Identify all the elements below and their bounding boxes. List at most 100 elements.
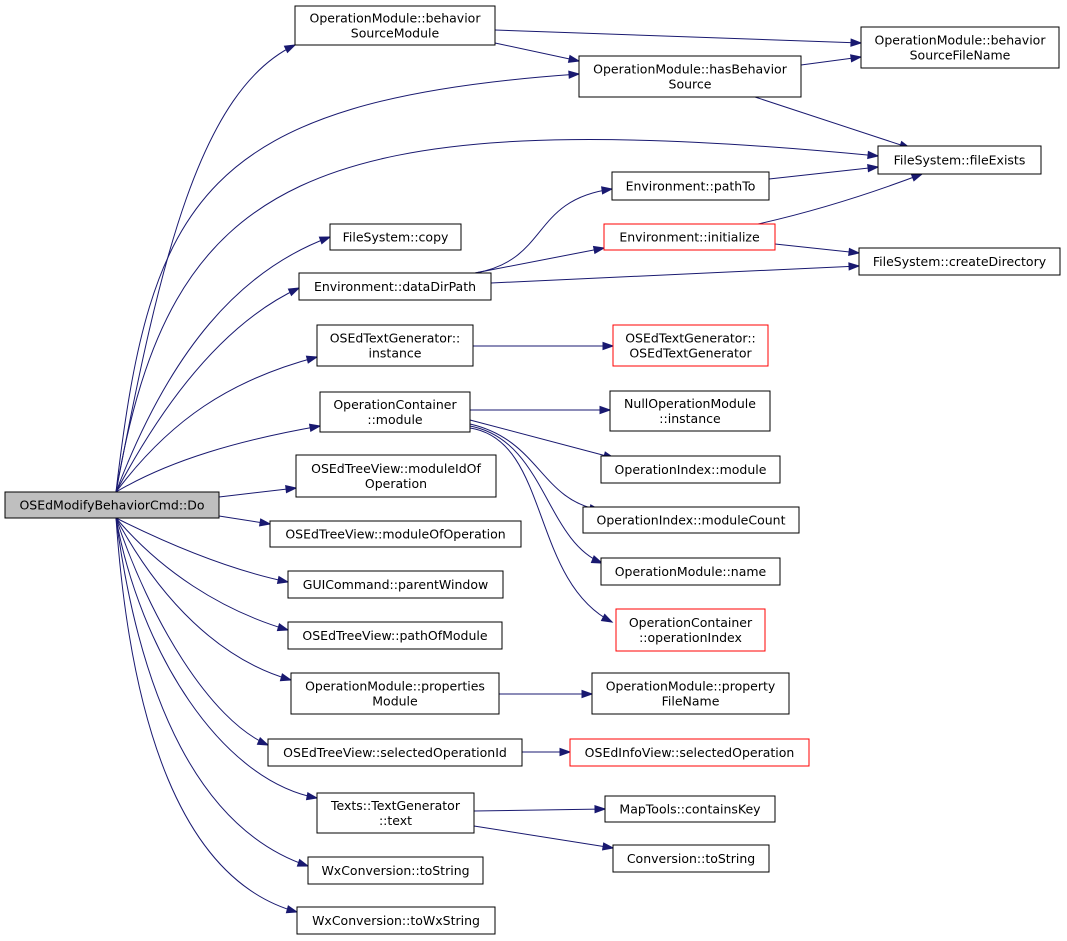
node-n14[interactable]: Texts::TextGenerator::text bbox=[316, 792, 475, 834]
edge-root-to-n8 bbox=[218, 485, 298, 498]
node-n5[interactable]: Environment::dataDirPath bbox=[298, 272, 492, 301]
edge-n14-to-n29 bbox=[473, 804, 607, 814]
node-n24[interactable]: OperationIndex::moduleCount bbox=[582, 506, 800, 534]
edge-line bbox=[115, 517, 318, 799]
edge-root-to-n3 bbox=[115, 139, 880, 493]
node-label: OSEdTreeView::moduleOfOperation bbox=[285, 527, 505, 542]
arrowhead bbox=[283, 44, 297, 54]
arrowhead bbox=[276, 575, 290, 584]
node-n19[interactable]: Environment::initialize bbox=[603, 223, 776, 251]
node-n29[interactable]: MapTools::containsKey bbox=[604, 795, 776, 823]
edge-line bbox=[115, 517, 269, 746]
arrowhead bbox=[285, 905, 299, 914]
node-label: OperationModule::properties bbox=[305, 679, 485, 694]
node-n18[interactable]: Environment::pathTo bbox=[611, 171, 770, 201]
node-n21[interactable]: OSEdTextGenerator::OSEdTextGenerator bbox=[612, 324, 769, 367]
arrowhead bbox=[308, 423, 322, 432]
node-n22[interactable]: NullOperationModule::instance bbox=[609, 390, 771, 432]
arrowhead bbox=[910, 173, 924, 182]
edge-n5-to-n19 bbox=[474, 245, 606, 274]
arrowhead bbox=[848, 247, 861, 257]
node-box bbox=[858, 247, 1061, 276]
node-label: GUICommand::parentWindow bbox=[303, 577, 488, 592]
edge-line bbox=[115, 517, 292, 681]
edge-root-to-n7 bbox=[115, 423, 322, 493]
edge-line bbox=[473, 825, 614, 849]
node-label: OperationIndex::module bbox=[615, 462, 767, 477]
node-n30[interactable]: Conversion::toString bbox=[612, 844, 770, 873]
node-label: Operation bbox=[365, 476, 427, 491]
node-label: ::instance bbox=[659, 411, 721, 426]
node-n4[interactable]: FileSystem::copy bbox=[329, 223, 462, 251]
edge-line bbox=[494, 29, 862, 44]
edge-n7-to-n23 bbox=[469, 419, 616, 460]
node-n28[interactable]: OSEdInfoView::selectedOperation bbox=[569, 738, 810, 767]
node-n11[interactable]: OSEdTreeView::pathOfModule bbox=[287, 621, 503, 650]
node-label: OperationModule::property bbox=[606, 679, 776, 694]
node-label: OperationContainer bbox=[629, 615, 753, 630]
node-n23[interactable]: OperationIndex::module bbox=[600, 455, 781, 484]
node-n9[interactable]: OSEdTreeView::moduleOfOperation bbox=[269, 520, 522, 548]
node-box bbox=[600, 557, 781, 586]
arrowhead bbox=[600, 613, 614, 623]
node-label: SourceFileName bbox=[910, 48, 1011, 63]
node-label: Source bbox=[669, 77, 712, 92]
edge-root-to-n5 bbox=[115, 287, 301, 493]
edge-line bbox=[469, 419, 615, 459]
node-n3[interactable]: FileSystem::fileExists bbox=[877, 145, 1042, 175]
node-n6[interactable]: OSEdTextGenerator::instance bbox=[316, 324, 474, 367]
arrowhead bbox=[305, 791, 319, 801]
node-n20[interactable]: FileSystem::createDirectory bbox=[858, 247, 1061, 276]
edge-line bbox=[115, 44, 296, 493]
node-box bbox=[582, 506, 800, 534]
edge-line bbox=[115, 139, 879, 493]
node-box bbox=[290, 672, 500, 715]
node-label: WxConversion::toWxString bbox=[312, 913, 480, 928]
node-n25[interactable]: OperationModule::name bbox=[600, 557, 781, 586]
edge-n1-to-n2 bbox=[494, 42, 581, 63]
edge-n7-to-n26 bbox=[469, 427, 614, 623]
edge-root-to-n16 bbox=[115, 517, 299, 914]
edge-n5-to-n18 bbox=[474, 186, 614, 274]
node-n7[interactable]: OperationContainer::module bbox=[319, 391, 471, 433]
node-n15[interactable]: WxConversion::toString bbox=[307, 856, 484, 885]
node-box bbox=[877, 145, 1042, 175]
arrowhead bbox=[256, 736, 270, 746]
edge-line bbox=[115, 517, 309, 867]
edge-line bbox=[494, 42, 580, 62]
node-label: SourceModule bbox=[351, 26, 440, 41]
arrowhead bbox=[850, 38, 863, 47]
node-box bbox=[269, 520, 522, 548]
edge-line bbox=[115, 517, 289, 631]
edge-n2-to-n17 bbox=[800, 54, 863, 66]
node-n16[interactable]: WxConversion::toWxString bbox=[296, 906, 496, 935]
edge-n12-to-n27 bbox=[499, 689, 594, 699]
node-label: OperationModule::behavior bbox=[875, 33, 1047, 48]
edge-n7-to-n22 bbox=[470, 405, 612, 415]
edge-root-to-n1 bbox=[115, 44, 297, 493]
arrowhead bbox=[567, 54, 581, 63]
node-n10[interactable]: GUICommand::parentWindow bbox=[287, 570, 504, 599]
edge-line bbox=[757, 173, 923, 225]
node-n26[interactable]: OperationContainer::operationIndex bbox=[615, 608, 766, 652]
arrowhead bbox=[296, 858, 310, 867]
arrowhead bbox=[279, 673, 293, 682]
arrowhead bbox=[568, 70, 581, 79]
arrowhead bbox=[592, 245, 606, 255]
edge-line bbox=[469, 425, 603, 564]
node-label: ::operationIndex bbox=[639, 630, 742, 645]
edge-n6-to-n21 bbox=[473, 341, 615, 351]
node-label: OperationIndex::moduleCount bbox=[596, 513, 785, 528]
node-n13[interactable]: OSEdTreeView::selectedOperationId bbox=[267, 738, 523, 767]
node-root[interactable]: OSEdModifyBehaviorCmd::Do bbox=[4, 491, 220, 519]
node-label: Environment::initialize bbox=[619, 230, 760, 245]
node-box bbox=[578, 55, 802, 98]
node-label: OSEdModifyBehaviorCmd::Do bbox=[19, 498, 204, 513]
